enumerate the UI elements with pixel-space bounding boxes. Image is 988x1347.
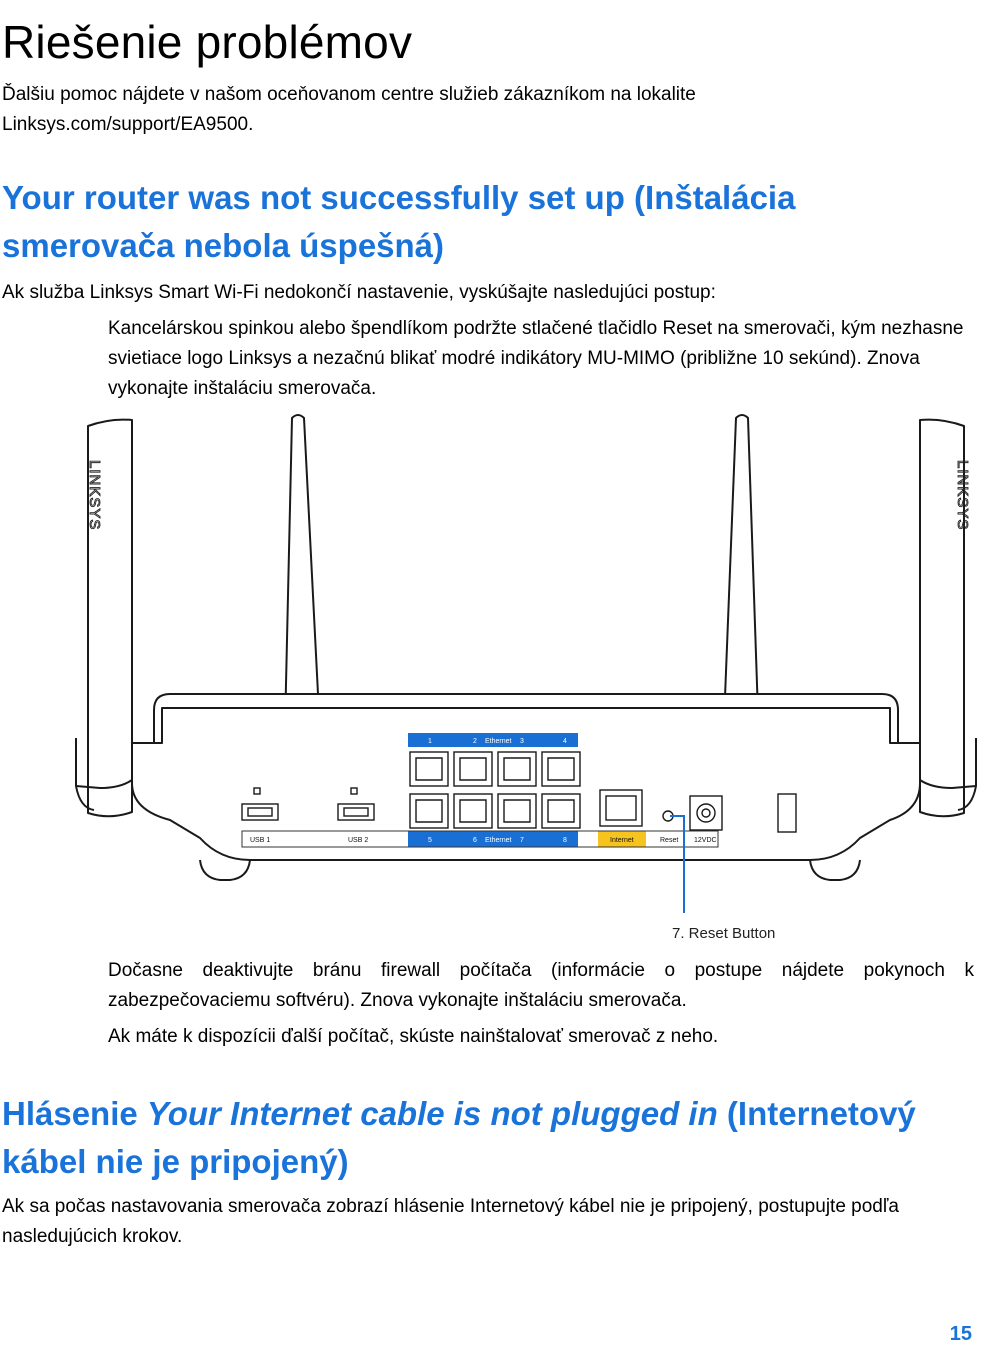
label-strip: [241, 830, 719, 848]
power-switch: [777, 793, 797, 833]
ethernet-port: [453, 793, 493, 829]
ethernet-port: [409, 751, 449, 787]
section-heading-setup-failed: Your router was not successfully set up …: [2, 174, 962, 270]
heading-line: Your router was not successfully set up …: [2, 179, 796, 216]
usb-indicator: [350, 787, 358, 795]
antenna-left-outer: [87, 418, 133, 818]
port-label: 3: [520, 738, 524, 745]
port-label: Reset: [660, 837, 678, 844]
port-label: 1: [428, 738, 432, 745]
router-stand-left: [199, 859, 251, 881]
ethernet-port: [541, 751, 581, 787]
ethernet-port: [453, 751, 493, 787]
port-label: USB 1: [250, 837, 270, 844]
ethernet-band-top: [408, 733, 578, 747]
heading-line: kábel nie je pripojený): [2, 1143, 349, 1180]
ethernet-port: [541, 793, 581, 829]
support-link-text: Linksys.com/support/EA9500.: [2, 114, 254, 135]
internet-port: [599, 789, 643, 827]
heading-italic-message: Your Internet cable is not plugged in: [146, 1095, 718, 1132]
heading-line: Hlásenie Your Internet cable is not plug…: [2, 1090, 962, 1138]
antenna-right-outer: [919, 418, 965, 818]
port-label: 6: [473, 837, 477, 844]
section2-body: Ak sa počas nastavovania smerovača zobra…: [2, 1196, 899, 1247]
router-body-lip-right: [919, 779, 977, 789]
brand-logo-right: LINKSYS: [954, 460, 971, 530]
router-body: [131, 707, 921, 861]
ethernet-port: [497, 793, 537, 829]
port-label: 7: [520, 837, 524, 844]
internet-band: [598, 831, 646, 847]
intro-line: Ďalšiu pomoc nájdete v našom oceňovanom …: [2, 84, 696, 105]
port-label: 5: [428, 837, 432, 844]
ethernet-port: [497, 751, 537, 787]
router-stand-right: [809, 859, 861, 881]
port-label: Ethernet: [485, 837, 512, 844]
power-port: [689, 795, 723, 831]
port-label: 12VDC: [694, 837, 717, 844]
page-number: 15: [949, 1323, 972, 1345]
port-label: Internet: [610, 837, 634, 844]
step-firewall-paragraph: Dočasne deaktivujte bránu firewall počít…: [108, 960, 974, 1011]
heading-prefix: Hlásenie: [2, 1095, 147, 1132]
usb-port-2: [337, 803, 375, 821]
router-body-lip: [75, 779, 133, 789]
section-heading-cable-not-plugged: Hlásenie Your Internet cable is not plug…: [2, 1090, 962, 1186]
section-lead: Ak služba Linksys Smart Wi-Fi nedokončí …: [2, 282, 716, 303]
usb-port-1: [241, 803, 279, 821]
callout-label: 7. Reset Button: [672, 925, 775, 942]
heading-suffix: (Internetový: [717, 1095, 916, 1132]
ethernet-band-bottom: [408, 831, 578, 847]
step-reset-paragraph: Kancelárskou spinkou alebo špendlíkom po…: [108, 318, 964, 399]
step-other-computer-paragraph: Ak máte k dispozícii ďalší počítač, skús…: [108, 1026, 719, 1047]
page-title: Riešenie problémov: [2, 16, 413, 68]
usb-indicator: [253, 787, 261, 795]
port-label: 2: [473, 738, 477, 745]
ethernet-port: [409, 793, 449, 829]
heading-line: smerovača nebola úspešná): [2, 227, 445, 264]
callout-line: [670, 815, 685, 913]
router-back-panel-diagram: 1 2 Ethernet 3 4 5 6 Ethernet 7 8 USB 1 …: [75, 414, 977, 942]
port-label: 8: [563, 837, 567, 844]
brand-logo-left: LINKSYS: [86, 460, 103, 530]
port-label: Ethernet: [485, 738, 512, 745]
intro-paragraph: Ďalšiu pomoc nájdete v našom oceňovanom …: [2, 80, 902, 140]
port-label: 4: [563, 738, 567, 745]
port-label: USB 2: [348, 837, 368, 844]
